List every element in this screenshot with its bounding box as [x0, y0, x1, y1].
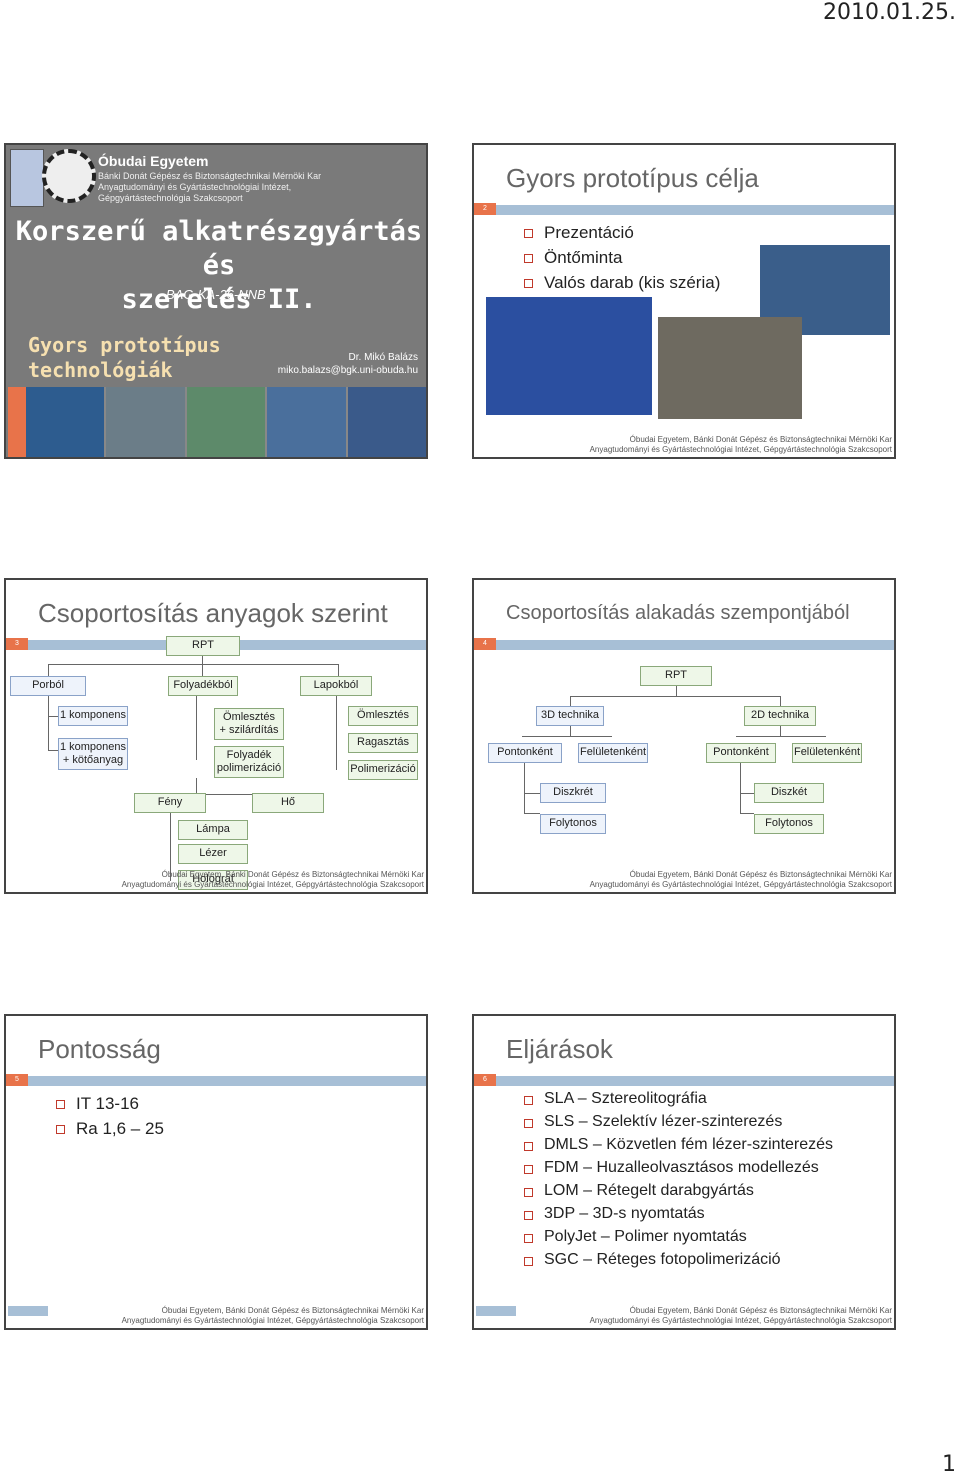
list-item: Öntőminta: [524, 248, 720, 268]
node-lezer: Lézer: [178, 844, 248, 864]
node-folytonos-3d: Folytonos: [540, 814, 606, 834]
list-item: PolyJet – Polimer nyomtatás: [524, 1228, 833, 1246]
slide-title: Csoportosítás alakadás szempontjából: [506, 602, 850, 625]
node-1-komponens-kotoanyag: 1 komponens+ kötőanyag: [58, 738, 128, 770]
slide-6: Eljárások 6 SLA – Sztereolitográfia SLS …: [472, 1014, 896, 1330]
slide-number: 6: [474, 1074, 496, 1086]
slide-footer: Óbudai Egyetem, Bánki Donát Gépész és Bi…: [122, 1306, 424, 1326]
slide-4: Csoportosítás alakadás szempontjából 4 R…: [472, 578, 896, 894]
list-item: Ra 1,6 – 25: [56, 1119, 164, 1139]
slide-footer: Óbudai Egyetem, Bánki Donát Gépész és Bi…: [590, 1306, 892, 1326]
title-bar: [8, 1076, 426, 1086]
slide-1: Óbudai Egyetem Bánki Donát Gépész és Biz…: [4, 143, 428, 459]
list-item: IT 13-16: [56, 1094, 164, 1114]
node-folyadekbol: Folyadékból: [168, 676, 238, 696]
footer-bar: [8, 1306, 48, 1316]
list-item: LOM – Rétegelt darabgyártás: [524, 1182, 833, 1200]
slide-number: 3: [6, 638, 28, 650]
bullet-list: SLA – Sztereolitográfia SLS – Szelektív …: [524, 1088, 833, 1274]
date: 2010.01.25.: [823, 0, 956, 25]
slide-title: Gyors prototípus célja: [506, 163, 759, 194]
slide-3: Csoportosítás anyagok szerint 3 RPT Porb…: [4, 578, 428, 894]
node-feluletenkent-3d: Felületenként: [578, 743, 648, 763]
node-feluletenkent-2d: Felületenként: [792, 743, 862, 763]
node-feny: Fény: [134, 793, 206, 813]
node-omlesztes: Ömlesztés: [348, 706, 418, 726]
page-number: 1: [942, 1452, 956, 1477]
list-item: FDM – Huzalleolvasztásos modellezés: [524, 1159, 833, 1177]
slide-number: 2: [474, 203, 496, 215]
list-item: SLS – Szelektív lézer-szinterezés: [524, 1113, 833, 1131]
photo-strip: [8, 387, 426, 457]
title-bar: [476, 1076, 894, 1086]
slide-2: Gyors prototípus célja 2 Prezentáció Önt…: [472, 143, 896, 459]
node-ho: Hő: [252, 793, 324, 813]
slide-footer: Óbudai Egyetem, Bánki Donát Gépész és Bi…: [590, 435, 892, 455]
node-folytonos-2d: Folytonos: [754, 814, 824, 834]
title-bar: [476, 640, 894, 650]
node-rpt: RPT: [166, 636, 240, 656]
institution-lines: Bánki Donát Gépész és Biztonságtechnikai…: [98, 171, 321, 204]
node-omlesztes-szilarditas: Ömlesztés+ szilárdítás: [214, 708, 284, 740]
node-pontonkent-2d: Pontonként: [706, 743, 776, 763]
slide-title: Csoportosítás anyagok szerint: [38, 598, 388, 629]
list-item: SGC – Réteges fotopolimerizáció: [524, 1251, 833, 1269]
node-diszket-2d: Diszkét: [754, 783, 824, 803]
list-item: SLA – Sztereolitográfia: [524, 1090, 833, 1108]
node-lampa: Lámpa: [178, 820, 248, 840]
footer-bar: [476, 1306, 516, 1316]
slide-title: Eljárások: [506, 1034, 613, 1065]
housing-photo: [658, 317, 802, 419]
parts-photo: [486, 297, 652, 415]
institution-name: Óbudai Egyetem: [98, 153, 208, 169]
node-ragasztas: Ragasztás: [348, 733, 418, 753]
node-3d-technika: 3D technika: [536, 706, 604, 726]
node-porbol: Porból: [10, 676, 86, 696]
slide-title: Pontosság: [38, 1034, 161, 1065]
slide-footer: Óbudai Egyetem, Bánki Donát Gépész és Bi…: [590, 870, 892, 890]
bullet-list: IT 13-16 Ra 1,6 – 25: [56, 1092, 164, 1144]
node-pontonkent-3d: Pontonként: [488, 743, 562, 763]
list-item: Prezentáció: [524, 223, 720, 243]
node-rpt: RPT: [640, 666, 712, 686]
course-code: BAG-KA-26-NNB: [166, 287, 266, 302]
slide-footer: Óbudai Egyetem, Bánki Donát Gépész és Bi…: [122, 870, 424, 890]
coat-of-arms-icon: [10, 149, 44, 207]
slide-number: 4: [474, 638, 496, 650]
title-bar: [476, 205, 894, 215]
node-1-komponens: 1 komponens: [58, 706, 128, 726]
slide-5: Pontosság 5 IT 13-16 Ra 1,6 – 25 Óbudai …: [4, 1014, 428, 1330]
node-diszkret-3d: Diszkrét: [540, 783, 606, 803]
list-item: 3DP – 3D-s nyomtatás: [524, 1205, 833, 1223]
node-polimerizacio: Polimerizáció: [348, 760, 418, 780]
slide-number: 5: [6, 1074, 28, 1086]
bullet-list: Prezentáció Öntőminta Valós darab (kis s…: [524, 221, 720, 298]
list-item: DMLS – Közvetlen fém lézer-szinterezés: [524, 1136, 833, 1154]
node-2d-technika: 2D technika: [744, 706, 816, 726]
list-item: Valós darab (kis széria): [524, 273, 720, 293]
node-lapokbol: Lapokból: [300, 676, 372, 696]
gear-logo-icon: [42, 149, 96, 203]
